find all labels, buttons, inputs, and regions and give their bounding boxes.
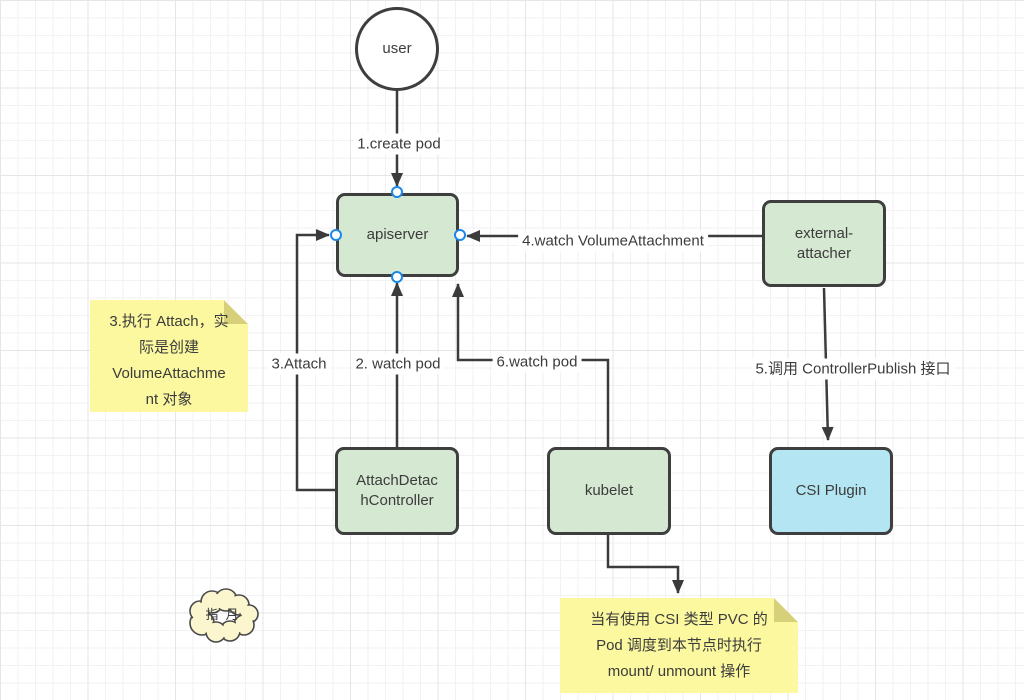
note-mount-explanation[interactable]: 当有使用 CSI 类型 PVC 的 Pod 调度到本节点时执行 mount/ u… [560, 598, 798, 693]
note-line: 际是创建 [138, 339, 199, 356]
node-user-label: user [382, 40, 412, 57]
watermark-cloud: 指月 [182, 587, 262, 645]
note-line: mount/ unmount 操作 [607, 663, 751, 680]
edge-label-watch-volumeattachment[interactable]: 4.watch VolumeAttachment [518, 230, 708, 252]
node-user[interactable]: user [355, 7, 439, 91]
node-apiserver[interactable]: apiserver [336, 193, 459, 277]
edge-label-controller-publish[interactable]: 5.调用 ControllerPublish 接口 [751, 358, 955, 380]
edge-label-watch-pod-6[interactable]: 6.watch pod [492, 351, 582, 373]
edge-label-attach-3[interactable]: 3.Attach [267, 353, 331, 375]
node-external-attacher-label-line2: attacher [796, 244, 852, 262]
note-line: VolumeAttachme [112, 365, 226, 382]
node-kubelet[interactable]: kubelet [547, 447, 671, 535]
edge-label-create-pod[interactable]: 1.create pod [353, 133, 445, 155]
note-line: Pod 调度到本节点时执行 [596, 637, 762, 654]
node-external-attacher-label-line1: external- [794, 224, 854, 242]
node-attach-detach-controller[interactable]: AttachDetac hController [335, 447, 459, 535]
cloud-shape-icon [189, 588, 259, 643]
node-adc-label-line1: AttachDetac [356, 472, 438, 489]
node-kubelet-label: kubelet [584, 482, 634, 499]
note-line: 当有使用 CSI 类型 PVC 的 [590, 611, 768, 628]
note-line: nt 对象 [145, 391, 193, 408]
node-adc-label-line2: hController [360, 492, 434, 509]
node-apiserver-label: apiserver [366, 226, 429, 243]
node-external-attacher[interactable]: external- attacher [762, 200, 886, 287]
watermark-text: 指月 [205, 607, 246, 622]
note-line: 3.执行 Attach，实 [109, 313, 229, 330]
note-attach-explanation[interactable]: 3.执行 Attach，实 际是创建 VolumeAttachme nt 对象 [90, 300, 248, 412]
edge-kubelet-to-note[interactable] [606, 535, 684, 594]
edge-label-watch-pod-2[interactable]: 2. watch pod [351, 353, 445, 375]
node-csi-plugin[interactable]: CSI Plugin [769, 447, 893, 535]
node-csi-plugin-label: CSI Plugin [795, 482, 867, 499]
